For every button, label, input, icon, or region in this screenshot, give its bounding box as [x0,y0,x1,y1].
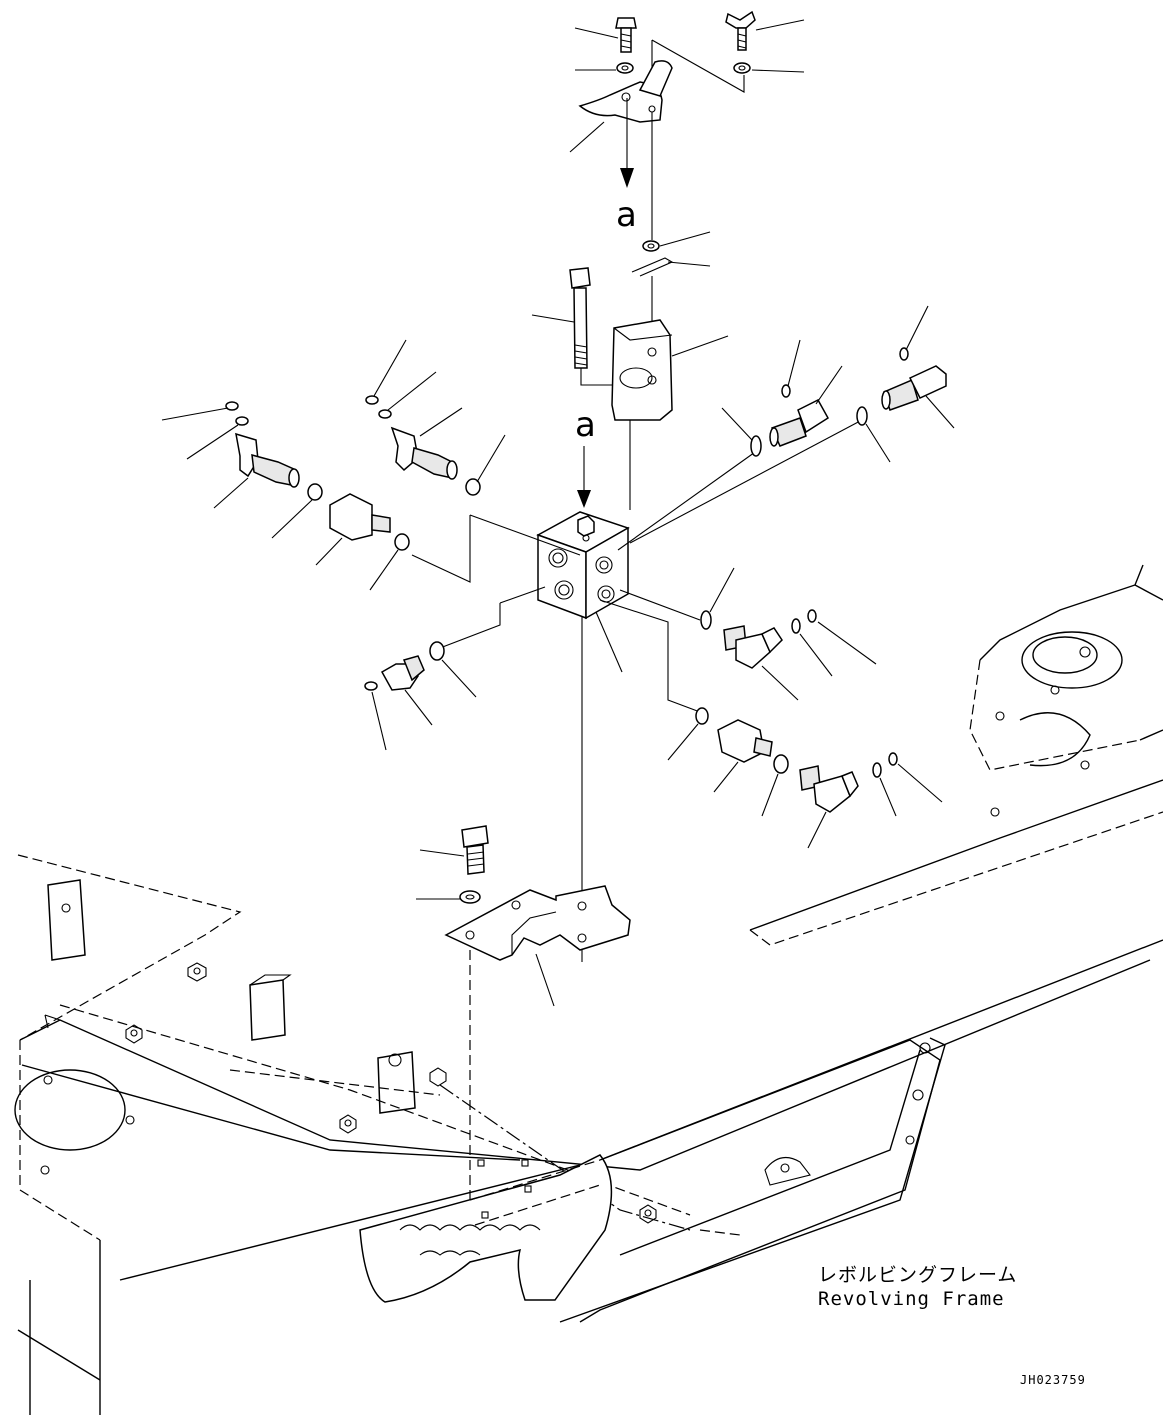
valve-block [536,511,630,673]
lower-bracket [416,825,631,1200]
top-fasteners [569,10,805,330]
right-fittings [667,305,955,849]
left-fittings [161,339,506,751]
bracket-and-bolt [531,267,729,510]
view-letter-block: a [575,405,596,445]
revolving-frame [14,564,1163,1415]
drawing-number: JH023759 [1020,1373,1086,1387]
assembly-axes [411,419,863,950]
frame-nuts [125,646,1091,1286]
frame-label-english: Revolving Frame [818,1288,1005,1310]
view-letter-top: a [616,195,637,235]
frame-label-japanese: レボルビングフレーム [818,1264,1017,1286]
